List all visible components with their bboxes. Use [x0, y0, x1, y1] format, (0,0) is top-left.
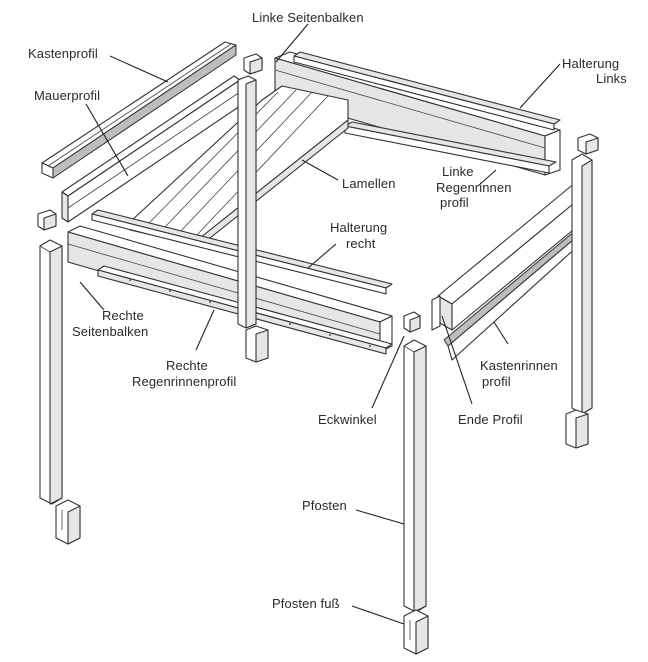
- label-ende-profil: Ende Profil: [458, 412, 523, 427]
- leader-rechte-regenrinnen: [195, 309, 215, 351]
- label-rechte-seitenbalken-2: Seitenbalken: [72, 324, 148, 339]
- eckwinkel-part: [403, 311, 421, 333]
- label-linke-seitenbalken: Linke Seitenbalken: [252, 10, 364, 25]
- kastenrinnenprofil-part: [437, 181, 591, 361]
- leader-pfosten: [355, 509, 405, 525]
- post-back-left: [237, 75, 257, 329]
- label-rechte-regenrinnen-2: Regenrinnenprofil: [132, 374, 236, 389]
- post-back-right: [571, 153, 593, 415]
- halterung-links-part: [293, 51, 561, 131]
- end-cap-left: [37, 209, 57, 231]
- kastenprofil-part: [41, 41, 237, 179]
- leader-mauerprofil: [85, 103, 129, 177]
- post-foot-front-right: [403, 609, 429, 655]
- leader-ende-profil: [441, 315, 473, 405]
- leader-halterung-links: [519, 63, 561, 109]
- post-front-right: [403, 339, 427, 613]
- leader-linke-seitenbalken: [275, 23, 309, 63]
- label-halterung-links-2: Links: [596, 71, 627, 86]
- leader-lines: [79, 23, 561, 625]
- end-cap-topright: [577, 133, 599, 155]
- end-cap-topleft: [243, 53, 263, 75]
- post-foot-back-right: [565, 409, 589, 449]
- labels: Linke Seitenbalken Kastenprofil Halterun…: [28, 10, 627, 611]
- post-front-left: [39, 239, 63, 505]
- leader-kastenprofil: [109, 55, 169, 83]
- label-linke-regenrinnen-2: Regenrinnen: [436, 180, 512, 195]
- label-pfosten-fuss: Pfosten fuß: [272, 596, 340, 611]
- label-rechte-seitenbalken-1: Rechte: [102, 308, 144, 323]
- leader-linke-regenrinnen: [477, 169, 497, 187]
- leader-pfosten-fuss: [351, 605, 405, 625]
- leader-eckwinkel: [371, 335, 405, 409]
- post-foot-front-left: [55, 499, 81, 545]
- leader-rechte-seitenbalken: [79, 281, 105, 311]
- label-kastenrinnen-2: profil: [482, 374, 511, 389]
- label-lamellen: Lamellen: [342, 176, 396, 191]
- label-halterung-links-1: Halterung: [562, 56, 619, 71]
- linke-regenrinnenprofil-part: [344, 121, 557, 174]
- label-halterung-recht-1: Halterung: [330, 220, 387, 235]
- label-linke-regenrinnen-3: profil: [440, 195, 469, 210]
- leader-halterung-recht: [307, 243, 337, 269]
- post-foot-back-left: [245, 325, 269, 363]
- ende-profil-part: [431, 295, 441, 331]
- label-pfosten: Pfosten: [302, 498, 347, 513]
- label-linke-regenrinnen-1: Linke: [442, 164, 474, 179]
- label-eckwinkel: Eckwinkel: [318, 412, 377, 427]
- label-kastenrinnen-1: Kastenrinnen: [480, 358, 558, 373]
- label-kastenprofil: Kastenprofil: [28, 46, 98, 61]
- label-halterung-recht-2: recht: [346, 236, 376, 251]
- label-rechte-regenrinnen-1: Rechte: [166, 358, 208, 373]
- leader-lamellen: [301, 159, 339, 181]
- label-mauerprofil: Mauerprofil: [34, 88, 100, 103]
- leader-kastenrinnen: [493, 321, 509, 345]
